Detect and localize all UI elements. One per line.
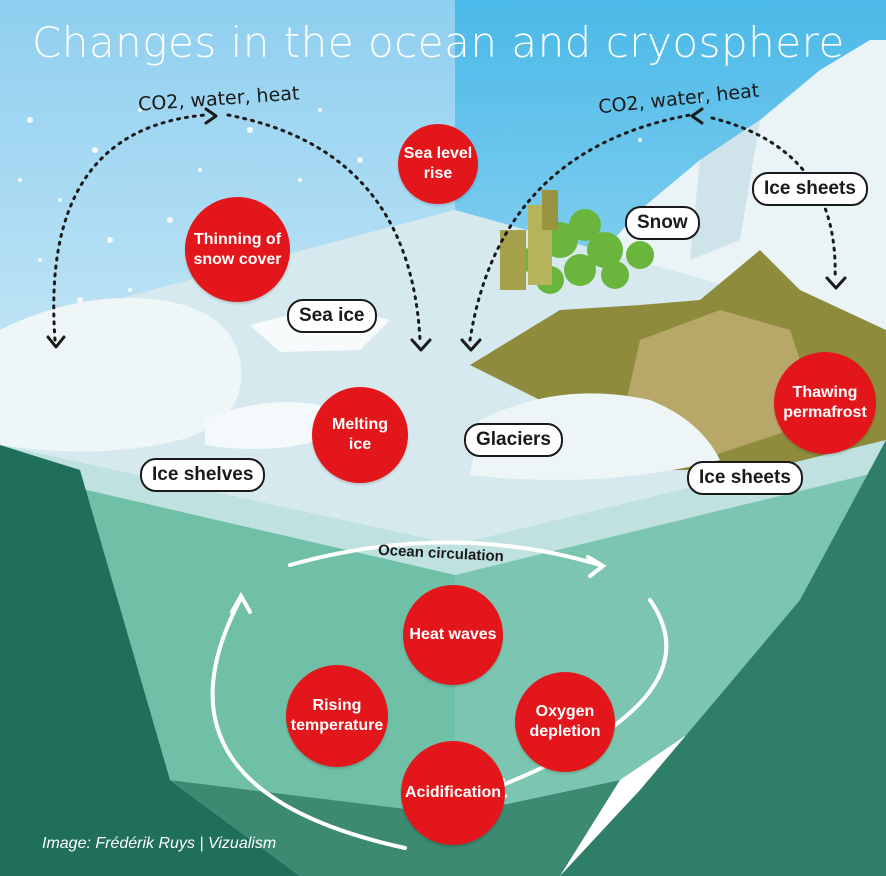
thinning-snow-cover-bubble: Thinning of snow cover xyxy=(185,197,290,302)
city-buildings xyxy=(500,190,558,290)
acidification-bubble: Acidification xyxy=(401,741,505,845)
sea-level-rise-bubble: Sea level rise xyxy=(398,124,478,204)
ice-sheets-bottom-label: Ice sheets xyxy=(687,461,803,495)
glacier-field xyxy=(470,393,720,480)
ice-shelf-block xyxy=(205,402,320,449)
ocean-top-plane xyxy=(0,440,886,575)
sea-ice-label: Sea ice xyxy=(287,299,377,333)
snow-label: Snow xyxy=(625,206,700,240)
ice-shelves-label: Ice shelves xyxy=(140,458,266,492)
oxygen-depletion-bubble: Oxygen depletion xyxy=(515,672,615,772)
heat-waves-bubble: Heat waves xyxy=(403,585,503,685)
rising-temperature-bubble: Rising temperature xyxy=(286,665,388,767)
left-icy-land xyxy=(0,298,242,452)
melting-ice-bubble: Melting ice xyxy=(312,387,408,483)
image-credit: Image: Frédérik Ruys | Vizualism xyxy=(42,835,277,852)
glaciers-label: Glaciers xyxy=(464,423,563,457)
thawing-permafrost-bubble: Thawing permafrost xyxy=(774,352,876,454)
ice-sheets-top-label: Ice sheets xyxy=(752,172,868,206)
page-title: Changes in the ocean and cryosphere xyxy=(32,18,845,67)
mountain-shade xyxy=(690,120,760,260)
exchange-arrowheads xyxy=(46,107,847,352)
deep-sea-left xyxy=(0,445,300,876)
deep-sea-right xyxy=(560,440,886,876)
